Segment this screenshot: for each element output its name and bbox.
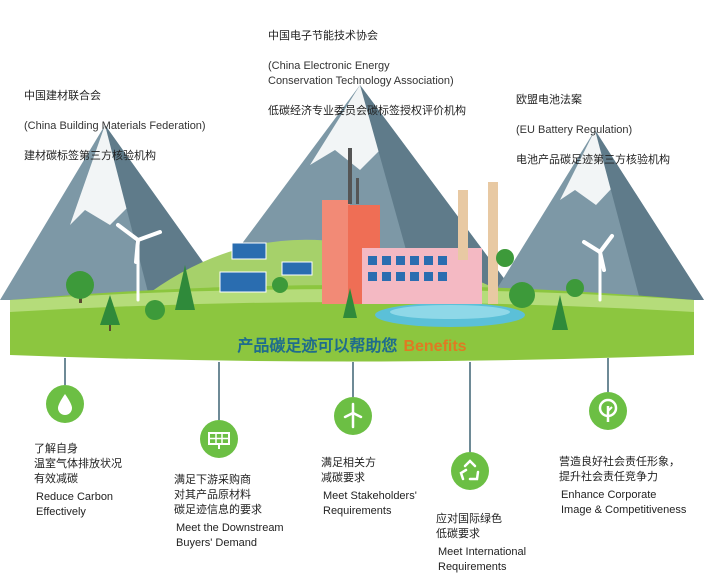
org-name: 中国建材联合会 [24,90,101,102]
org-label-eu-battery: 欧盟电池法案 (EU Battery Regulation) 电池产品碳足迹第三… [516,78,670,183]
benefit-stakeholders: 满足相关方 减碳要求 Meet Stakeholders' Requiremen… [321,456,417,519]
org-name-english: (China Electronic Energy Conservation Te… [268,60,454,87]
org-name: 欧盟电池法案 [516,94,582,106]
benefit-text: 了解自身 温室气体排放状况 有效减碳 [34,443,122,485]
recycle-icon [459,459,480,481]
benefit-text-english: Meet International Requirements [438,546,527,573]
org-name: 中国电子节能技术协会 [268,30,378,42]
benefit-text: 满足相关方 减碳要求 [321,457,376,484]
benefit-icon-circle [589,392,627,430]
wind-turbine-right [582,234,614,302]
banner-title-english: Benefits [403,338,467,355]
benefit-text-english: Enhance Corporate Image & Competitivenes… [561,489,687,516]
wind-turbine-icon [343,402,363,429]
banner-title: 产品碳足迹可以帮助您 [237,338,398,355]
benefit-text-english: Meet Stakeholders' Requirements [323,490,417,517]
connector-lines [64,358,609,452]
water-drop-icon [58,394,72,415]
org-role: 建材碳标签第三方核验机构 [24,150,156,162]
benefit-reduce-carbon: 了解自身 温室气体排放状况 有效减碳 Reduce Carbon Effecti… [34,442,122,520]
solar-panel-icon [208,432,230,449]
benefit-icon-circle [200,420,238,458]
solar-panels [219,242,313,293]
benefit-icon-circle [451,452,489,490]
org-role: 电池产品碳足迹第三方核验机构 [516,154,670,166]
benefit-text-english: Meet the Downstream Buyers' Demand [176,522,284,549]
mountain-left [0,125,230,300]
trees [66,249,584,331]
benefit-icon-circle [46,385,84,423]
org-name-english: (China Building Materials Federation) [24,120,206,132]
wind-turbine-middle [216,200,242,246]
benefit-text-english: Reduce Carbon Effectively [36,491,114,518]
benefit-corporate-image: 营造良好社会责任形象， 提升社会责任竞争力 Enhance Corporate … [559,455,686,518]
benefits-banner: 产品碳足迹可以帮助您 Benefits [0,332,704,356]
benefit-icon-circle [334,397,372,435]
benefit-international: 应对国际绿色 低碳要求 Meet International Requireme… [436,512,526,575]
org-name-english: (EU Battery Regulation) [516,124,633,136]
org-label-electronic-energy: 中国电子节能技术协会 (China Electronic Energy Cons… [268,14,466,134]
benefit-text: 应对国际绿色 低碳要求 [436,513,502,540]
benefit-text: 满足下游采购商 对其产品原材料 碳足迹信息的要求 [174,474,262,516]
benefit-downstream-buyers: 满足下游采购商 对其产品原材料 碳足迹信息的要求 Meet the Downst… [174,473,284,551]
factory [362,182,498,304]
benefit-text: 营造良好社会责任形象， 提升社会责任竞争力 [559,456,680,483]
wind-turbine-left [116,223,162,302]
org-label-building-materials: 中国建材联合会 (China Building Materials Federa… [24,74,206,179]
tree-icon [598,398,618,422]
mountain-right [490,130,704,300]
org-role: 低碳经济专业委员会碳标签授权评价机构 [268,105,466,117]
